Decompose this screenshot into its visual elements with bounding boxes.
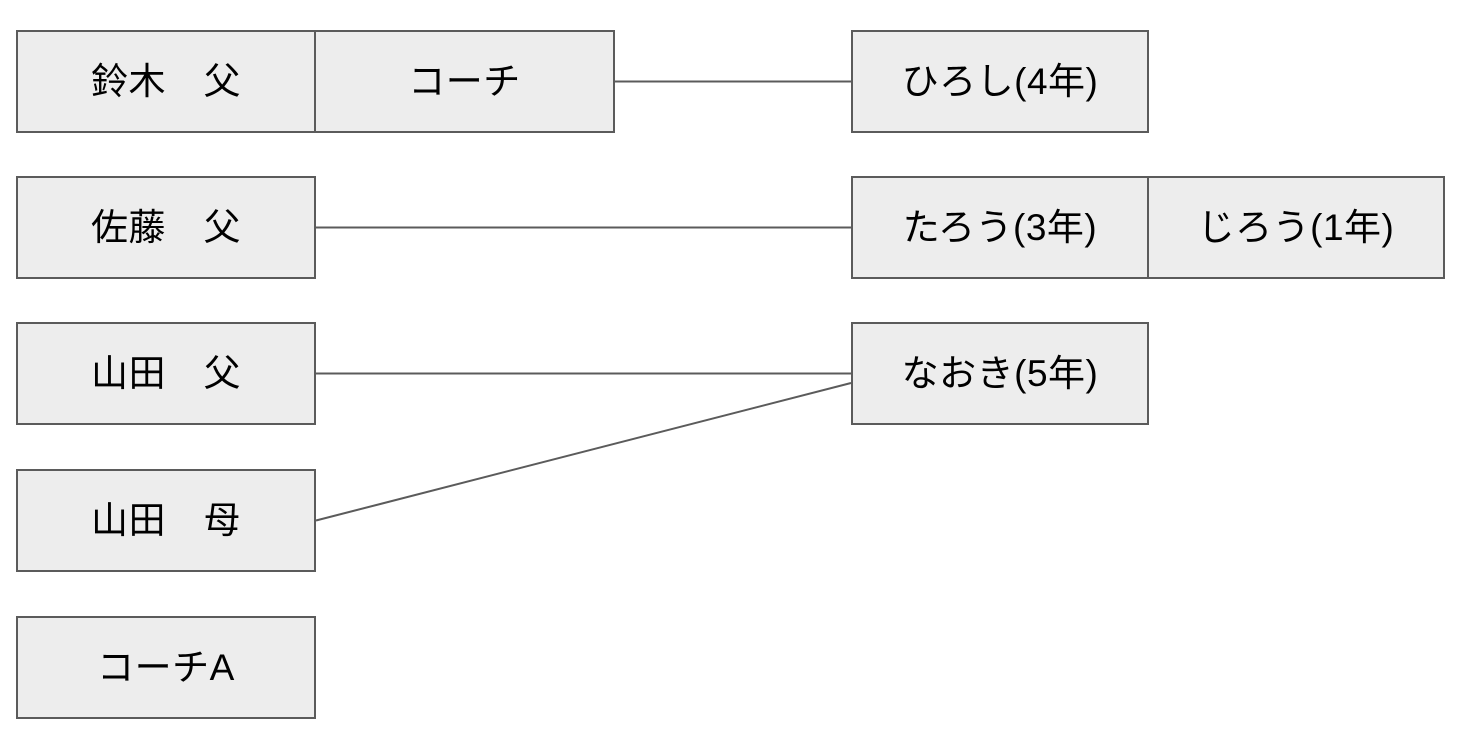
node-sato-father: 佐藤 父 [16, 176, 316, 279]
node-jirou: じろう(1年) [1147, 176, 1445, 279]
node-yamada-mother: 山田 母 [16, 469, 316, 572]
node-coach-a: コーチA [16, 616, 316, 719]
node-naoki: なおき(5年) [851, 322, 1149, 425]
node-tarou: たろう(3年) [851, 176, 1149, 279]
node-yamada-father: 山田 父 [16, 322, 316, 425]
node-hiroshi: ひろし(4年) [851, 30, 1149, 133]
node-suzuki-father: 鈴木 父 [16, 30, 316, 133]
edge-yamada-mother-to-naoki [315, 382, 852, 522]
node-coach-role: コーチ [314, 30, 615, 133]
